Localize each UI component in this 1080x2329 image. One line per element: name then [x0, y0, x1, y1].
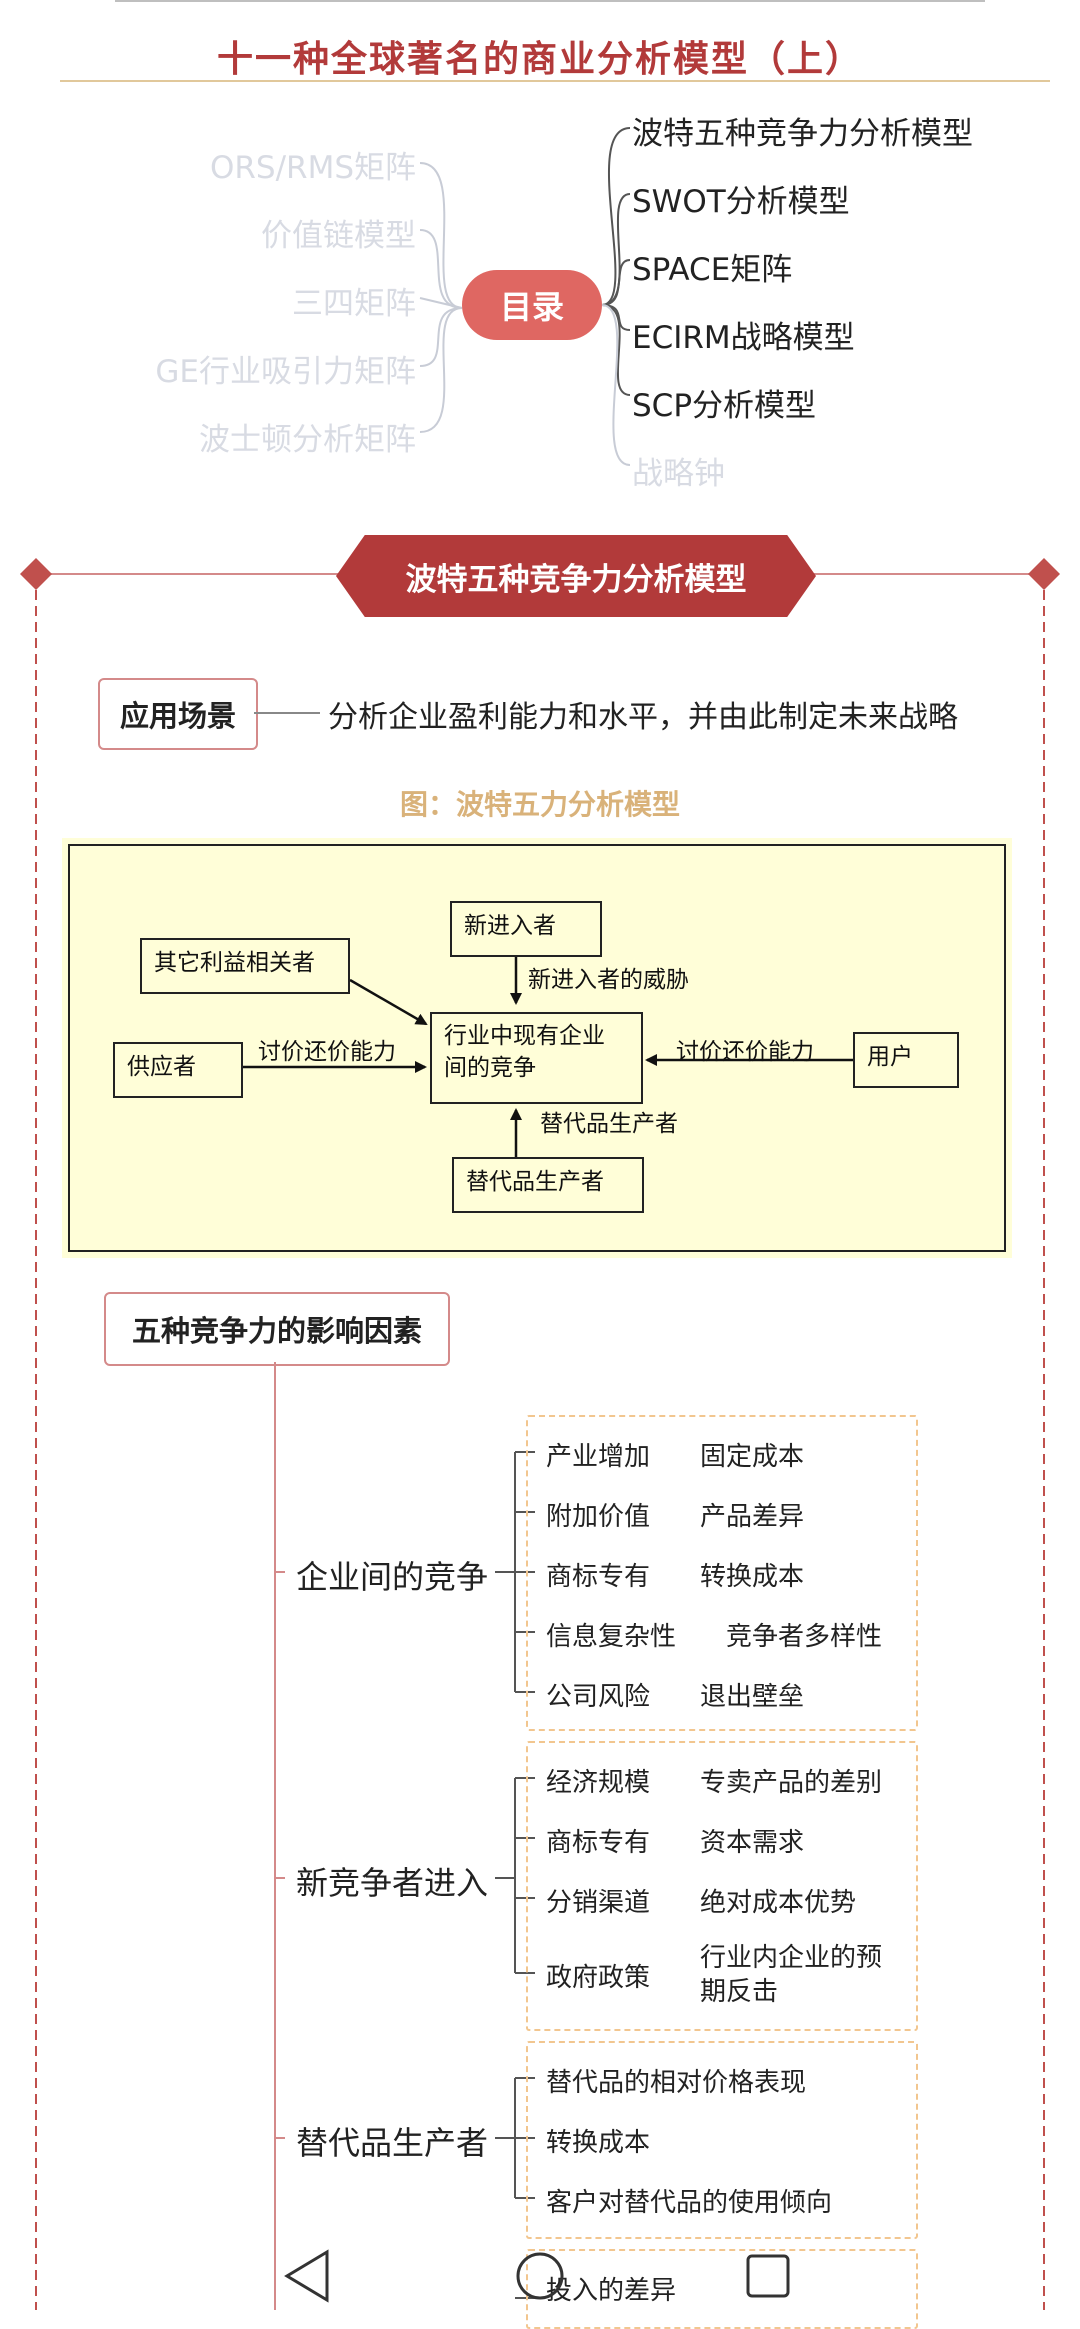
list-item: 专卖产品的差别: [700, 1768, 883, 1798]
diagram-stakeholders-box: 其它利益相关者: [140, 938, 350, 994]
scenario-text: 分析企业盈利能力和水平，并由此制定未来战略: [328, 700, 958, 735]
list-item: 退出壁垒: [700, 1682, 805, 1712]
top-divider: [115, 0, 985, 2]
factor-group-rivalry: 企业间的竞争: [296, 1558, 489, 1596]
list-item: 转换成本: [546, 2128, 651, 2158]
toc-center-node: 目录: [462, 270, 602, 340]
title-rule: [60, 80, 1050, 82]
list-item: 信息复杂性: [546, 1622, 677, 1652]
diagram-label-substitutes: 替代品生产者: [540, 1111, 678, 1137]
toc-item-porter[interactable]: 波特五种竞争力分析模型: [632, 116, 973, 152]
list-item: 资本需求: [700, 1828, 805, 1858]
toc-item-three-four[interactable]: 三四矩阵: [292, 286, 416, 322]
toc-item-bcg-matrix[interactable]: 波士顿分析矩阵: [199, 422, 416, 458]
diagram-frame: [68, 844, 1006, 1252]
system-nav-bar: [284, 2249, 790, 2303]
list-item: 投入的差异: [546, 2276, 677, 2306]
toc-item-ecirm[interactable]: ECIRM战略模型: [632, 320, 855, 356]
diagram-substitutes-box: 替代品生产者: [452, 1157, 644, 1213]
list-item: 绝对成本优势: [700, 1888, 857, 1918]
list-item: 经济规模: [546, 1768, 651, 1798]
section-banner: 波特五种竞争力分析模型: [336, 535, 816, 617]
figure-caption: 图：波特五力分析模型: [399, 788, 680, 821]
diagram-arrows: [243, 957, 853, 1157]
list-item: 竞争者多样性: [726, 1622, 883, 1652]
diagram-label-entrant-threat: 新进入者的威胁: [528, 967, 689, 993]
factor-group-substitutes-box: [526, 2041, 918, 2239]
list-item: 附加价值: [546, 1502, 651, 1532]
list-item: 固定成本: [700, 1442, 805, 1472]
factor-group-new-entrants: 新竞争者进入: [296, 1864, 489, 1902]
list-item: 分销渠道: [546, 1888, 651, 1918]
scenario-connector: [254, 712, 320, 714]
list-item: 替代品的相对价格表现: [546, 2068, 807, 2098]
toc-item-ors-rms[interactable]: ORS/RMS矩阵: [209, 150, 416, 186]
list-item: 商标专有: [546, 1828, 651, 1858]
factors-connectors: [274, 1362, 535, 2310]
list-item: 产品差异: [700, 1502, 805, 1532]
list-item: 公司风险: [546, 1682, 651, 1712]
factor-group-substitutes: 替代品生产者: [296, 2124, 489, 2162]
back-icon[interactable]: [284, 2249, 329, 2303]
diagram-new-entrants-box: 新进入者: [450, 901, 602, 957]
toc-item-ge-matrix[interactable]: GE行业吸引力矩阵: [155, 354, 416, 390]
diagram-center-line1: 行业中现有企业: [444, 1023, 605, 1049]
diagram-users-box: 用户: [853, 1032, 959, 1088]
list-item: 行业内企业的预期反击: [700, 1943, 883, 2007]
diagram-center-box: 行业中现有企业 间的竞争: [430, 1012, 643, 1104]
list-item: 产业增加: [546, 1442, 651, 1472]
home-icon[interactable]: [516, 2252, 564, 2300]
diagram-label-bargain-users: 讨价还价能力: [676, 1039, 814, 1065]
toc-connectors: [419, 127, 631, 466]
toc-item-swot[interactable]: SWOT分析模型: [632, 184, 850, 220]
toc-item-space[interactable]: SPACE矩阵: [632, 252, 793, 288]
toc-item-scp[interactable]: SCP分析模型: [632, 388, 817, 424]
diagram-suppliers-box: 供应者: [113, 1042, 243, 1098]
factor-group-rivalry-box: [526, 1415, 918, 1731]
toc-item-value-chain[interactable]: 价值链模型: [261, 218, 416, 254]
diagram-label-bargain-suppliers: 讨价还价能力: [258, 1039, 396, 1065]
diagram-center-line2: 间的竞争: [444, 1055, 536, 1081]
recents-icon[interactable]: [746, 2254, 790, 2298]
list-item: 转换成本: [700, 1562, 805, 1592]
factors-title: 五种竞争力的影响因素: [104, 1292, 450, 1366]
list-item: 商标专有: [546, 1562, 651, 1592]
factor-group-new-entrants-box: [526, 1741, 918, 2031]
list-item: 客户对替代品的使用倾向: [546, 2188, 833, 2218]
page-title: 十一种全球著名的商业分析模型（上）: [216, 39, 863, 80]
scenario-label: 应用场景: [98, 678, 258, 750]
toc-item-strategy-clock[interactable]: 战略钟: [632, 456, 725, 492]
list-item: 政府政策: [546, 1963, 651, 1993]
